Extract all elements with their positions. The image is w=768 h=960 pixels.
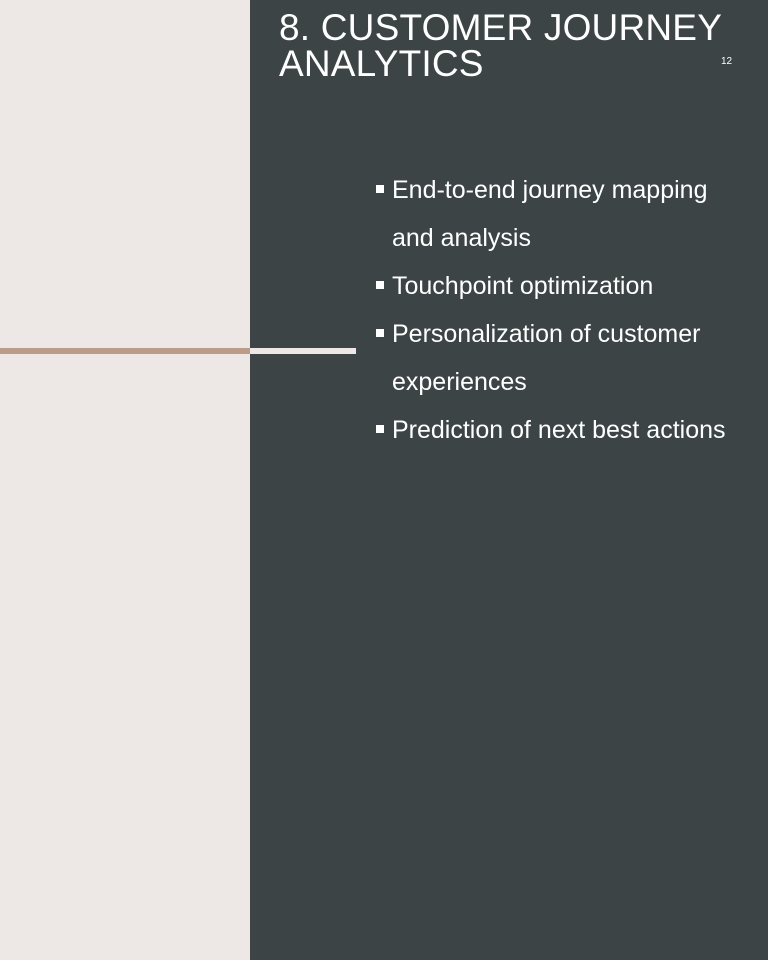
bullet-text: Touchpoint optimization xyxy=(392,272,654,300)
bullet-text: Prediction of next best actions xyxy=(392,416,726,444)
content-panel xyxy=(250,0,768,960)
square-bullet-icon xyxy=(376,281,384,289)
square-bullet-icon xyxy=(376,425,384,433)
slide-number: 12 xyxy=(721,56,733,67)
accent-divider-left xyxy=(0,348,250,354)
bullet-list: End-to-end journey mapping and analysis … xyxy=(376,166,746,454)
left-panel xyxy=(0,0,250,960)
square-bullet-icon xyxy=(376,185,384,193)
accent-divider-right xyxy=(250,348,356,354)
bullet-text: End-to-end journey mapping and analysis xyxy=(392,176,708,252)
bullet-item: Prediction of next best actions xyxy=(376,406,746,454)
bullet-item: Touchpoint optimization xyxy=(376,262,746,310)
bullet-text: Personalization of customer experiences xyxy=(392,320,701,396)
slide-title: 8. CUSTOMER JOURNEY ANALYTICS xyxy=(279,7,722,84)
bullet-item: Personalization of customer experiences xyxy=(376,310,746,406)
square-bullet-icon xyxy=(376,329,384,337)
bullet-item: End-to-end journey mapping and analysis xyxy=(376,166,746,262)
